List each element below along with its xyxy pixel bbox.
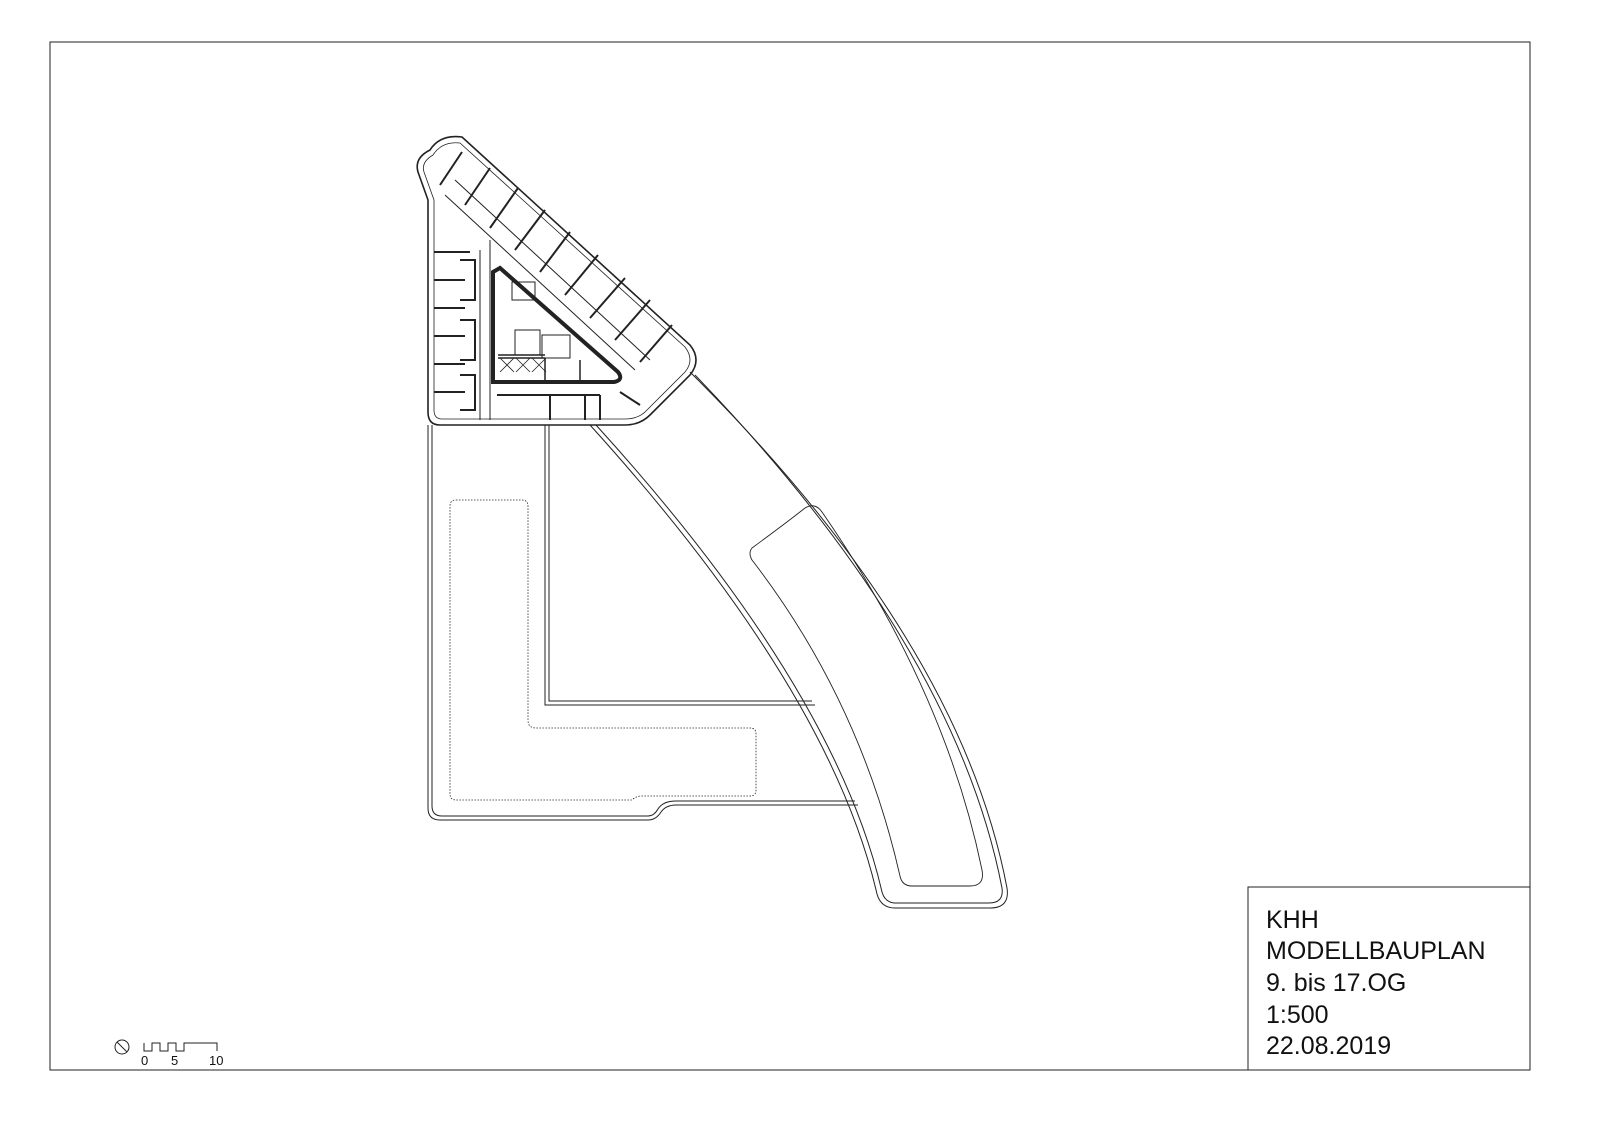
floor-range: 9. bis 17.OG <box>1266 969 1407 997</box>
tower-outline <box>416 135 697 426</box>
scale-label-5: 5 <box>171 1053 179 1068</box>
core <box>491 265 623 384</box>
scale-bar <box>114 1039 218 1055</box>
wing-inner-outline <box>749 505 983 887</box>
drawing-scale: 1:500 <box>1266 1001 1329 1029</box>
drawing-date: 22.08.2019 <box>1266 1032 1392 1060</box>
rooms-diagonal <box>439 151 673 363</box>
sheet-frame <box>49 41 1531 1071</box>
podium-outline <box>427 425 858 821</box>
rooms-left <box>434 251 476 411</box>
north-arrow-icon <box>114 1039 130 1055</box>
wing-outline <box>589 371 1008 909</box>
podium-inner-outline <box>449 499 757 801</box>
scale-label-10: 10 <box>209 1053 224 1068</box>
scale-label-0: 0 <box>141 1053 149 1068</box>
project-name: KHH <box>1266 906 1319 934</box>
title-block-frame <box>1247 886 1531 1071</box>
drawing-title: MODELLBAUPLAN <box>1266 937 1486 965</box>
floor-plan <box>416 135 1008 909</box>
rooms-bottom <box>497 391 641 420</box>
